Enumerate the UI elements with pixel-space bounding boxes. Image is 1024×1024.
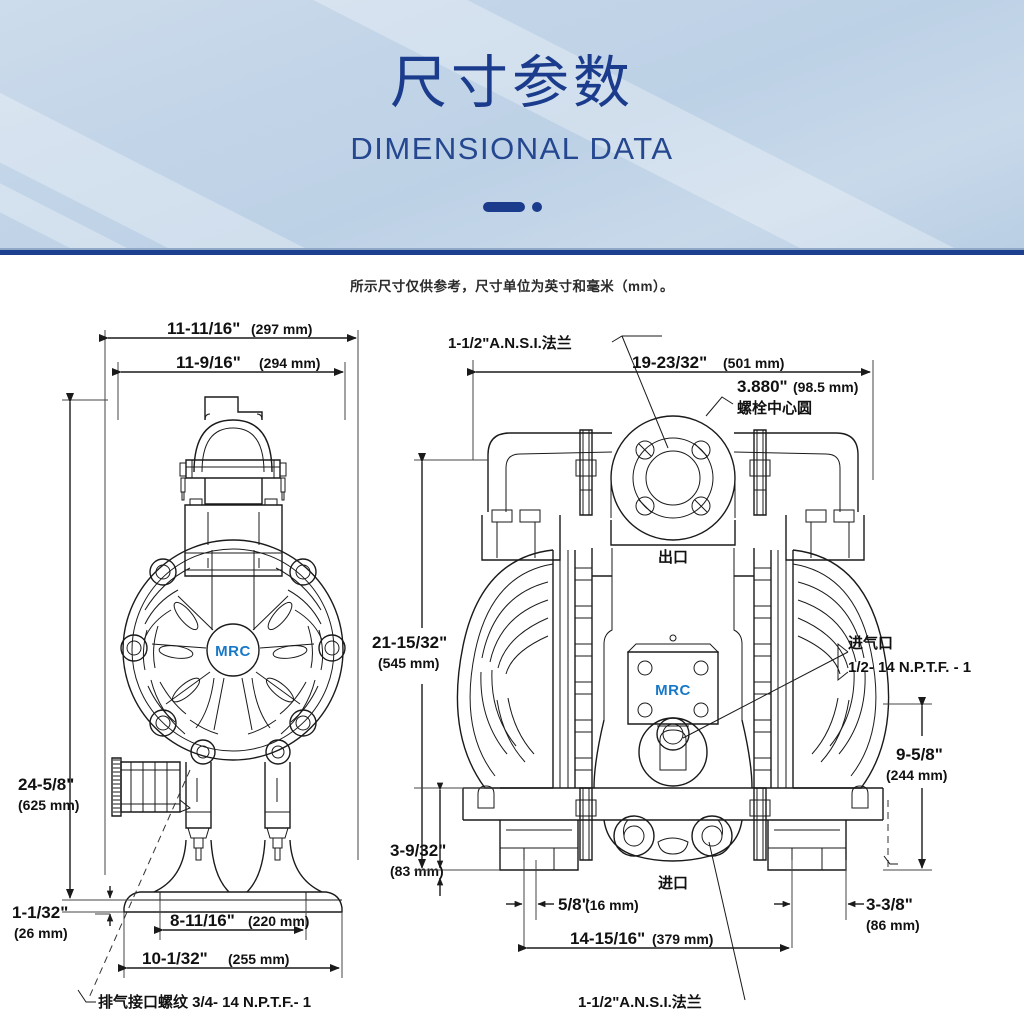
callout-text: 排气接口螺纹 3/4- 14 N.P.T.F.- 1 [98,993,311,1011]
callout-exhaust-thread: 排气接口螺纹 3/4- 14 N.P.T.F.- 1 [77,769,311,1011]
units-note: 所示尺寸仅供参考，尺寸单位为英寸和毫米（mm）。 [350,279,674,294]
callout-text: 1-1/2"A.N.S.I.法兰 [578,993,702,1011]
callout-text: 螺栓中心圆 [737,399,812,417]
dim-value: 8-11/16" [170,911,235,930]
dim-value: 24-5/8" [18,775,74,794]
ornament-bar [482,202,525,212]
chamber-left [456,549,593,789]
dim-value-metric: (294 mm) [259,355,320,371]
dim-value-metric: (220 mm) [248,913,309,929]
dim-front-width-overall: 19-23/32" (501 mm) [467,353,874,480]
clamp-left [575,429,597,516]
side-view-group: 11-11/16" (297 mm) 11-9/16" (294 mm) [12,319,359,1011]
dim-front-foot-height: 3-9/32" (83 mm) [390,782,500,896]
outlet-flange [610,415,736,541]
dim-value: 3.880" [737,377,788,396]
mrc-logo-front: MRC [655,682,691,699]
callout-outlet-flange: 1-1/2"A.N.S.I.法兰 [448,334,669,449]
header-divider-light [0,248,1024,250]
dim-value-metric: (26 mm) [14,925,68,941]
dim-value: 11-9/16" [176,353,241,372]
dim-side-base-width: 10-1/32" (255 mm) [118,912,343,978]
title-underline-ornament [0,200,1024,214]
dim-value-metric: (545 mm) [378,655,439,671]
dim-front-foot-right: 3-3/8" (86 mm) [774,860,920,948]
exhaust-muffler [111,757,191,817]
dim-value-metric: (625 mm) [18,797,79,813]
chamber-right [753,549,890,789]
dim-front-foot-offset: 5/8" (16 mm) [506,860,639,948]
page-title-chinese: 尺寸参数 [390,51,634,115]
callout-text-line2: 1/2- 14 N.P.T.F. - 1 [848,659,971,676]
air-valve-block: MRC [626,634,720,725]
mrc-logo-side: MRC [215,643,251,660]
dim-side-width-overall: 11-11/16" (297 mm) [99,319,357,342]
dim-side-width-body: 11-9/16" (294 mm) [112,353,344,376]
dim-value: 10-1/32" [142,949,208,968]
dim-side-height-overall: 24-5/8" (625 mm) [18,393,130,901]
dim-value: 21-15/32" [372,633,447,652]
dim-value: 19-23/32" [632,353,707,372]
front-view-group: 1-1/2"A.N.S.I.法兰 19-23/32" (501 mm) 3.88… [372,334,971,1011]
dim-side-base-thickness: 1-1/32" (26 mm) [12,886,124,941]
dim-value: 3-9/32" [390,841,446,860]
decorative-swoosh [298,0,1024,255]
port-outlet-label: 出口 [658,548,688,566]
dim-value: 11-11/16" [167,319,240,338]
callout-text-line1: 进气口 [848,634,893,652]
dim-value: 1-1/32" [12,903,68,922]
dim-value-metric: (255 mm) [228,951,289,967]
header-divider [0,250,1024,255]
dim-value-metric: (297 mm) [251,321,312,337]
dim-front-height-overall: 21-15/32" (545 mm) [372,453,500,871]
dimensional-drawing: 11-11/16" (297 mm) 11-9/16" (294 mm) [0,300,1024,1024]
callout-inlet-flange: 1-1/2"A.N.S.I.法兰 [578,841,746,1011]
clamp-right [749,429,771,516]
dim-value-metric: (379 mm) [652,931,713,947]
callout-bolt-circle: 3.880" (98.5 mm) 螺栓中心圆 [705,377,858,417]
dim-value-metric: (16 mm) [585,897,639,913]
dim-value-metric: (86 mm) [866,917,920,933]
dim-value-metric: (501 mm) [723,355,784,371]
dim-side-bolt-spacing: 8-11/16" (220 mm) [154,900,309,940]
page-title-english: DIMENSIONAL DATA [350,131,674,166]
dim-value-metric: (244 mm) [886,767,947,783]
dim-value-metric: (98.5 mm) [793,379,858,395]
dim-value: 9-5/8" [896,745,943,764]
dim-front-foot-span: 14-15/16" (379 mm) [518,929,790,952]
ornament-dot [531,202,542,212]
dim-front-height-lower: 9-5/8" (244 mm) [883,697,947,871]
callout-air-inlet: 进气口 1/2- 14 N.P.T.F. - 1 [682,634,971,739]
dim-value: 3-3/8" [866,895,913,914]
callout-text: 1-1/2"A.N.S.I.法兰 [448,334,572,352]
dim-value: 14-15/16" [570,929,645,948]
port-inlet-label: 进口 [658,875,688,892]
page-header-banner: 尺寸参数 DIMENSIONAL DATA [0,0,1024,255]
dim-value-metric: (83 mm) [390,863,444,879]
bolt-bosses [120,558,346,765]
dim-value: 5/8" [558,895,590,914]
